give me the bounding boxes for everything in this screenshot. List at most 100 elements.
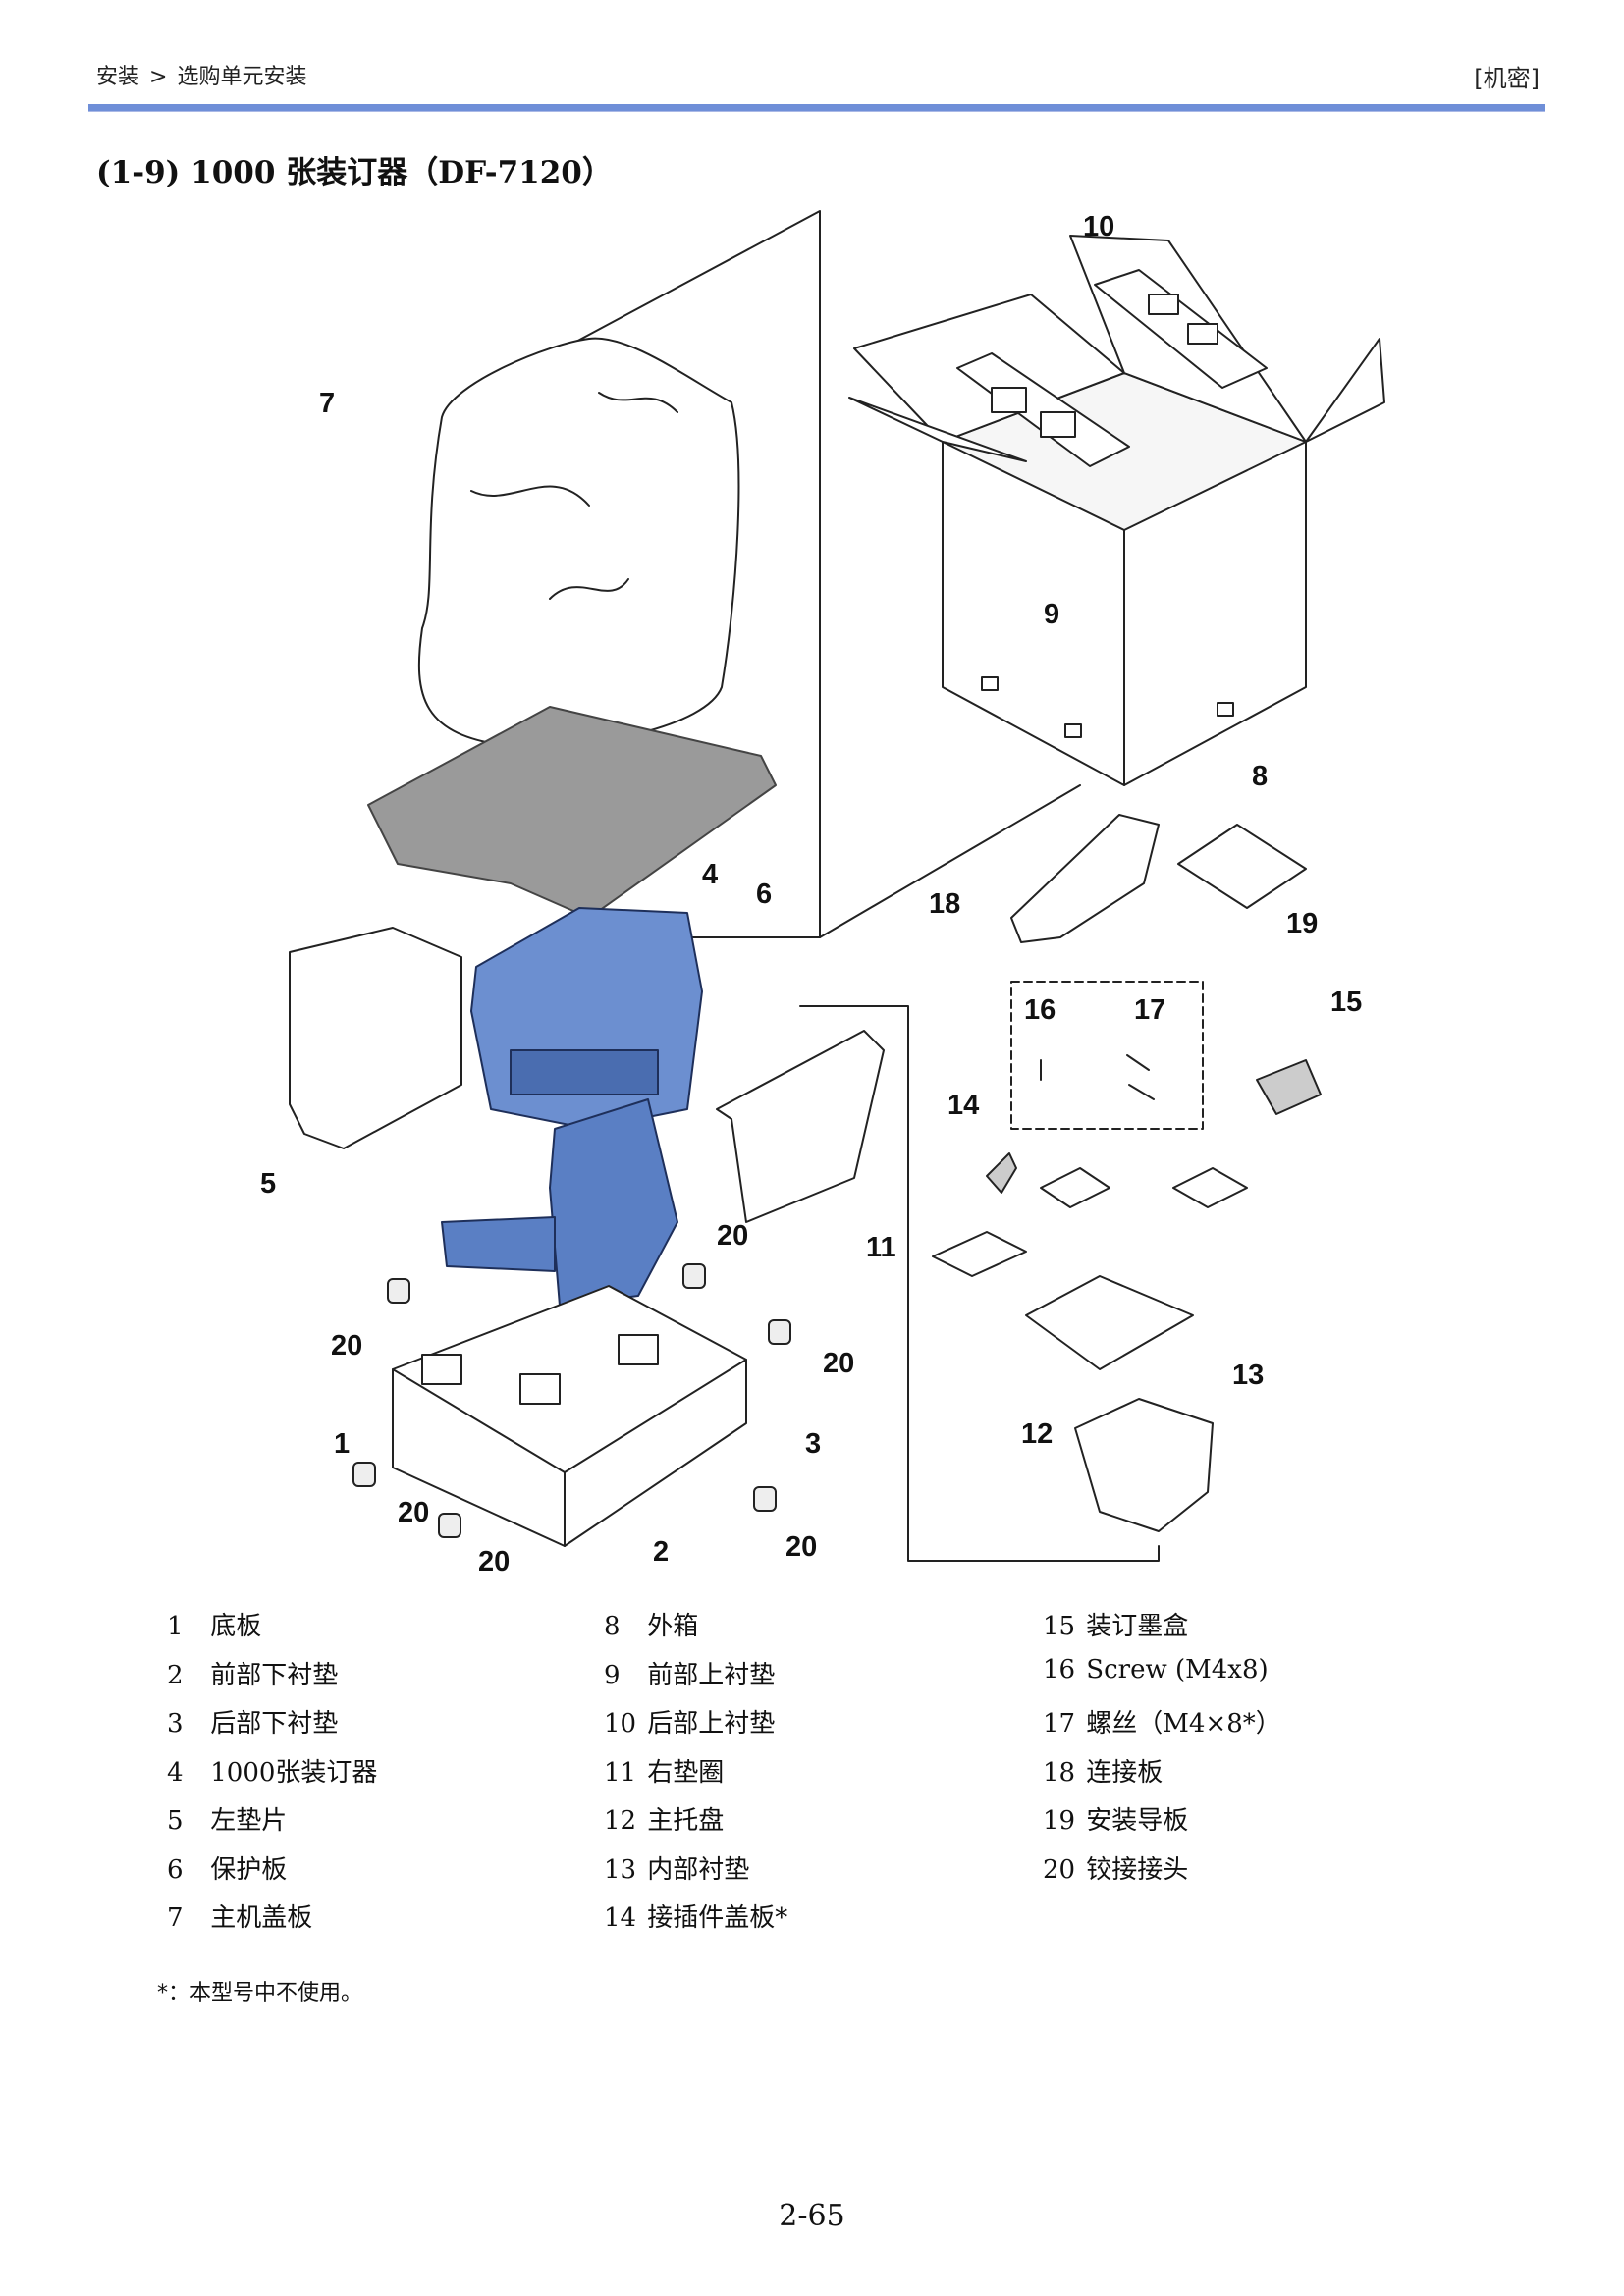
callout-20: 20 xyxy=(717,1220,748,1252)
parts-list-item: 13 内部衬垫 xyxy=(604,1849,1026,1898)
breadcrumb-item: 选购单元安装 xyxy=(177,65,307,89)
callout-20: 20 xyxy=(823,1348,854,1379)
part-name: 螺丝（M4×8*） xyxy=(1086,1709,1281,1738)
connector-cover-illustration xyxy=(986,1152,1017,1194)
left-spacer-illustration xyxy=(289,927,462,1149)
protective-sheet-illustration xyxy=(367,706,777,919)
part-name: 1000张装订器 xyxy=(210,1757,378,1788)
guide-plate-illustration xyxy=(1177,824,1307,909)
part-number: 19 xyxy=(1043,1806,1076,1836)
part-number: 3 xyxy=(167,1709,184,1738)
parts-list-item: 4 1000张装订器 xyxy=(167,1752,589,1801)
callout-19: 19 xyxy=(1286,908,1318,939)
parts-list-item: 11 右垫圈 xyxy=(604,1752,1026,1801)
callout-20: 20 xyxy=(785,1531,817,1563)
part-name: 外箱 xyxy=(647,1612,699,1641)
parts-list-item: 7 主机盖板 xyxy=(167,1897,589,1947)
breadcrumb: 安装 > 选购单元安装 xyxy=(96,59,306,90)
part-name: 前部下衬垫 xyxy=(210,1660,339,1690)
part-number: 14 xyxy=(604,1903,637,1933)
part-number: 17 xyxy=(1043,1709,1076,1738)
part-name: 后部下衬垫 xyxy=(210,1709,339,1738)
callout-18: 18 xyxy=(929,888,960,920)
callout-5: 5 xyxy=(260,1168,276,1200)
part-number: 20 xyxy=(1043,1854,1076,1885)
parts-list-item: 15 装订墨盒 xyxy=(1043,1606,1465,1655)
part-name: 装订墨盒 xyxy=(1086,1612,1189,1641)
part-number: 8 xyxy=(604,1612,621,1641)
callout-13: 13 xyxy=(1232,1360,1264,1391)
part-name: 接插件盖板* xyxy=(647,1903,788,1933)
part-name: 右垫圈 xyxy=(647,1757,725,1788)
part-name: 安装导板 xyxy=(1086,1806,1189,1836)
outer-carton-illustration xyxy=(848,235,1385,786)
callout-7: 7 xyxy=(319,388,335,419)
part-number: 12 xyxy=(604,1806,637,1836)
part-number: 15 xyxy=(1043,1612,1076,1641)
parts-list-item: 14 接插件盖板* xyxy=(604,1897,1026,1947)
parts-list-item: 9 前部上衬垫 xyxy=(604,1655,1026,1704)
part-number: 13 xyxy=(604,1854,637,1885)
flow-line xyxy=(819,784,1081,938)
screws-group-box xyxy=(1010,981,1204,1130)
callout-17: 17 xyxy=(1134,994,1165,1026)
part-number: 2 xyxy=(167,1660,184,1690)
part-name: 连接板 xyxy=(1086,1757,1164,1788)
stapler-cartridge-illustration xyxy=(1256,1059,1322,1115)
part-name: 后部上衬垫 xyxy=(647,1709,776,1738)
part-name: 主托盘 xyxy=(647,1806,725,1836)
callout-8: 8 xyxy=(1252,761,1268,792)
part-name: 保护板 xyxy=(210,1854,288,1885)
parts-list-item: 2 前部下衬垫 xyxy=(167,1655,589,1704)
callout-20: 20 xyxy=(398,1497,429,1528)
parts-list-item: 20 铰接接头 xyxy=(1043,1849,1465,1898)
parts-list-item: 3 后部下衬垫 xyxy=(167,1703,589,1752)
parts-list-item: 16 Screw (M4x8) xyxy=(1043,1655,1465,1704)
right-spacer-illustration xyxy=(716,1030,885,1223)
parts-list-item: 6 保护板 xyxy=(167,1849,589,1898)
part-number: 16 xyxy=(1043,1654,1076,1684)
hinge-joints-illustration xyxy=(352,1263,791,1538)
cover-bag-illustration xyxy=(417,337,740,748)
callout-4: 4 xyxy=(702,859,718,890)
part-number: 4 xyxy=(167,1757,184,1788)
parts-list-item: 19 安装导板 xyxy=(1043,1800,1465,1849)
breadcrumb-separator: > xyxy=(149,65,168,89)
inner-pad-illustration xyxy=(1025,1275,1194,1370)
part-name: Screw (M4x8) xyxy=(1086,1654,1269,1684)
stapler-illustration xyxy=(441,907,703,1307)
callout-12: 12 xyxy=(1021,1418,1053,1450)
part-number: 7 xyxy=(167,1903,184,1933)
callout-16: 16 xyxy=(1024,994,1056,1026)
parts-list-item: 1 底板 xyxy=(167,1606,589,1655)
parts-list: 1 底板 2 前部下衬垫 3 后部下衬垫 4 1000张装订器 5 左垫片 6 … xyxy=(167,1606,1542,1949)
part-number: 10 xyxy=(604,1709,637,1738)
part-number: 18 xyxy=(1043,1757,1076,1788)
callout-20: 20 xyxy=(478,1546,510,1577)
part-number: 5 xyxy=(167,1806,184,1836)
section-title: (1-9) 1000 张装订器（DF-7120） xyxy=(96,155,613,190)
base-pallet-illustration xyxy=(392,1285,747,1547)
callout-11: 11 xyxy=(866,1232,896,1263)
parts-list-item: 12 主托盘 xyxy=(604,1800,1026,1849)
part-name: 前部上衬垫 xyxy=(647,1660,776,1690)
parts-list-item: 10 后部上衬垫 xyxy=(604,1703,1026,1752)
callout-14: 14 xyxy=(947,1090,979,1121)
page-number: 2-65 xyxy=(779,2199,845,2233)
parts-list-item: 17 螺丝（M4×8*） xyxy=(1043,1703,1465,1752)
parts-column-2: 8 外箱 9 前部上衬垫 10 后部上衬垫 11 右垫圈 12 主托盘 13 内… xyxy=(604,1606,1026,1947)
part-number: 6 xyxy=(167,1854,184,1885)
header-divider xyxy=(88,104,1545,112)
part-number: 11 xyxy=(604,1757,637,1788)
part-name: 底板 xyxy=(210,1612,262,1641)
parts-list-item: 18 连接板 xyxy=(1043,1752,1465,1801)
upper-pads-illustration xyxy=(956,269,1268,467)
part-number: 1 xyxy=(167,1612,184,1641)
part-name: 铰接接头 xyxy=(1086,1854,1189,1885)
callout-1: 1 xyxy=(334,1428,350,1460)
part-name: 左垫片 xyxy=(210,1806,288,1836)
callout-6: 6 xyxy=(756,879,772,910)
exploded-packaging-diagram: 1 2 3 4 5 6 7 8 9 10 11 12 13 14 15 16 1… xyxy=(260,210,1385,1577)
parts-column-3: 15 装订墨盒 16 Screw (M4x8) 17 螺丝（M4×8*） 18 … xyxy=(1043,1606,1465,1897)
breadcrumb-item: 安装 xyxy=(96,65,140,89)
